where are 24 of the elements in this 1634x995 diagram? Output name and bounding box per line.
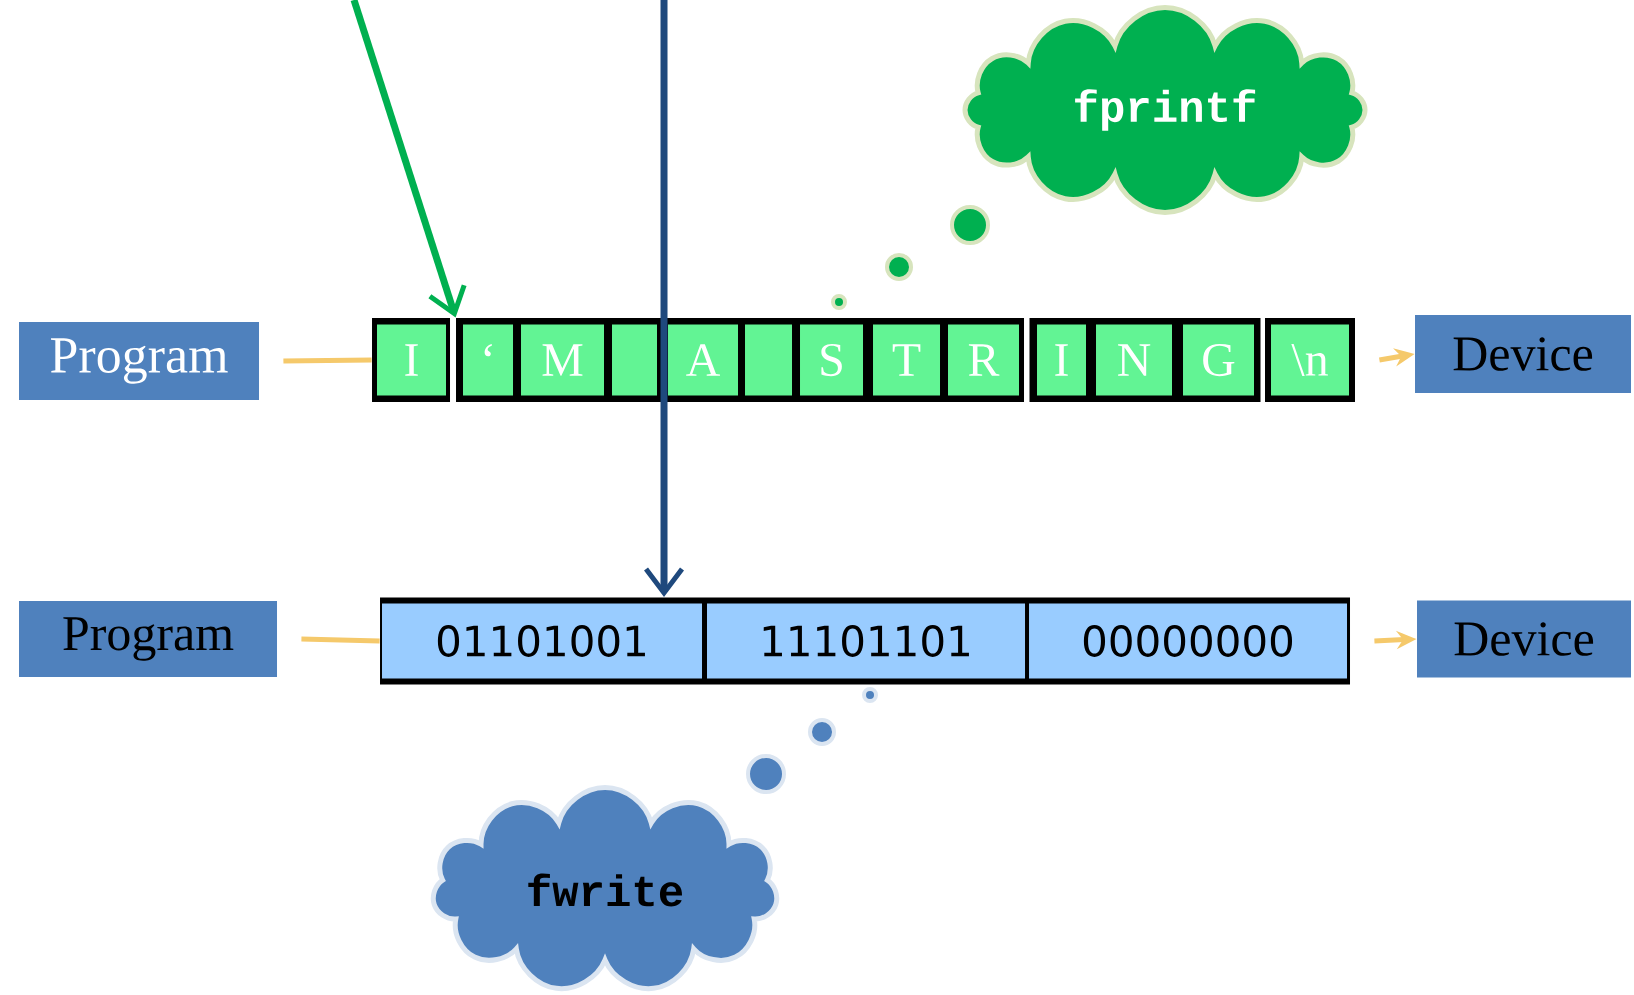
character-cell: R	[948, 324, 1019, 396]
process-box: Program	[19, 322, 259, 400]
process-box: Program	[19, 601, 277, 677]
thought-cloud: fwrite	[430, 785, 780, 992]
empty-cell	[612, 324, 657, 396]
character-cell: T	[873, 324, 940, 396]
character-cell: M	[521, 324, 604, 396]
character-cell: S	[800, 324, 863, 396]
character-cell: G	[1183, 324, 1254, 396]
arrow	[644, 0, 684, 598]
byte-cell: 11101101	[707, 603, 1025, 679]
character-cell: I	[377, 324, 446, 396]
character-cell: \n	[1271, 324, 1349, 396]
character-cell: A	[668, 324, 738, 396]
byte-cell: 01101001	[382, 603, 702, 679]
process-box: Device	[1417, 600, 1631, 678]
character-cell: N	[1096, 324, 1172, 396]
character-cell: I	[1037, 324, 1086, 396]
process-box: Device	[1415, 315, 1631, 393]
arrow	[350, 0, 467, 318]
empty-cell	[745, 324, 792, 396]
character-cell: ‘	[463, 324, 513, 396]
thought-cloud: fprintf	[962, 5, 1368, 215]
byte-cell: 00000000	[1029, 603, 1347, 679]
